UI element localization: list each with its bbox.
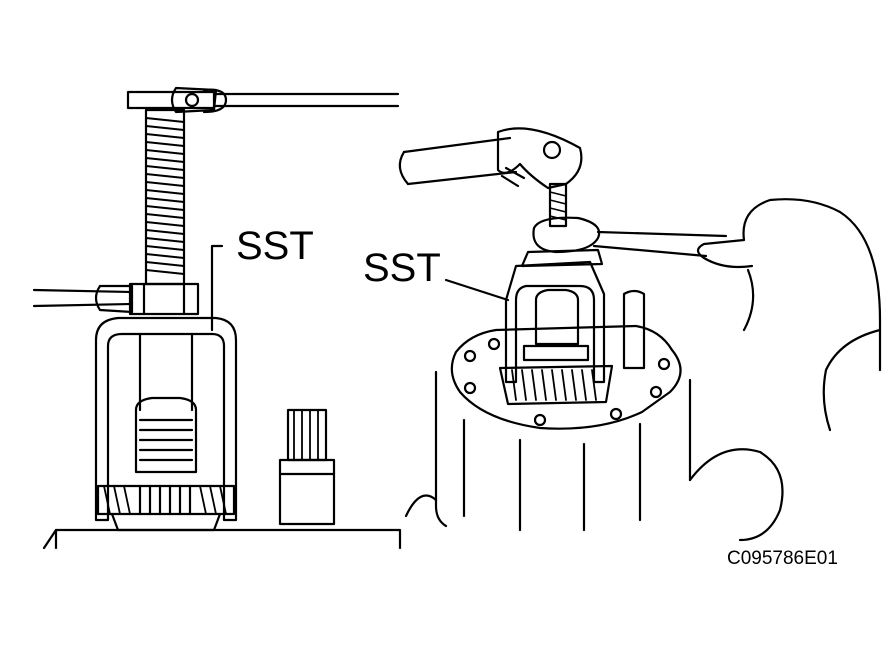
yoke-inner-legs bbox=[140, 334, 192, 410]
right-puller-assembly bbox=[400, 128, 880, 540]
cylinder-bands bbox=[524, 346, 588, 360]
gear-teeth bbox=[104, 486, 226, 514]
adjustable-wrench-handle bbox=[404, 138, 516, 184]
wrench-jaw-top bbox=[204, 90, 226, 112]
gear-ring bbox=[98, 486, 234, 514]
adjustable-wrench-end bbox=[400, 152, 408, 184]
right-yoke bbox=[506, 262, 604, 382]
left-sst-leader bbox=[212, 246, 222, 330]
ring-wrench-handle bbox=[594, 232, 726, 256]
wrench-jaw-slot bbox=[502, 168, 524, 186]
right-screw-threads bbox=[550, 192, 566, 220]
spline-shaft bbox=[280, 410, 334, 524]
housing-flange bbox=[452, 326, 681, 429]
nut-flats bbox=[144, 284, 184, 314]
left-puller-assembly bbox=[34, 88, 400, 548]
hand-outline bbox=[698, 199, 880, 370]
dowel-pin bbox=[624, 291, 644, 368]
figure-code: C095786E01 bbox=[727, 548, 838, 569]
screw-threads bbox=[146, 118, 184, 274]
right-gear-teeth bbox=[512, 370, 596, 400]
yoke-top-plate bbox=[522, 250, 602, 266]
right-forcing-screw bbox=[550, 184, 566, 226]
right-gear bbox=[500, 366, 612, 404]
puller-yoke bbox=[96, 318, 236, 520]
housing-lower-curve bbox=[406, 449, 783, 540]
pulled-sleeve bbox=[136, 398, 196, 472]
right-sst-leader bbox=[446, 280, 508, 300]
inner-cylinder bbox=[536, 290, 578, 344]
wrench-adjust-screw bbox=[544, 142, 560, 158]
hand-wrist bbox=[824, 330, 880, 430]
sleeve-bands bbox=[140, 420, 192, 460]
sst-label-left: SST bbox=[236, 224, 314, 268]
gear-hub-splines bbox=[140, 486, 190, 514]
gear-lower-base bbox=[112, 514, 220, 530]
puller-nut bbox=[130, 284, 198, 314]
housing-body bbox=[436, 372, 690, 530]
ring-wrench bbox=[533, 218, 599, 252]
wrench-handle-top bbox=[214, 94, 398, 106]
lower-wrench-handle bbox=[34, 290, 130, 306]
t-handle-pin bbox=[186, 94, 198, 106]
flange-bolt-holes bbox=[465, 339, 669, 425]
lower-wrench-head bbox=[96, 286, 132, 312]
t-handle-knob bbox=[172, 88, 216, 112]
sst-label-right: SST bbox=[363, 246, 441, 290]
left-housing-surface bbox=[44, 530, 400, 548]
